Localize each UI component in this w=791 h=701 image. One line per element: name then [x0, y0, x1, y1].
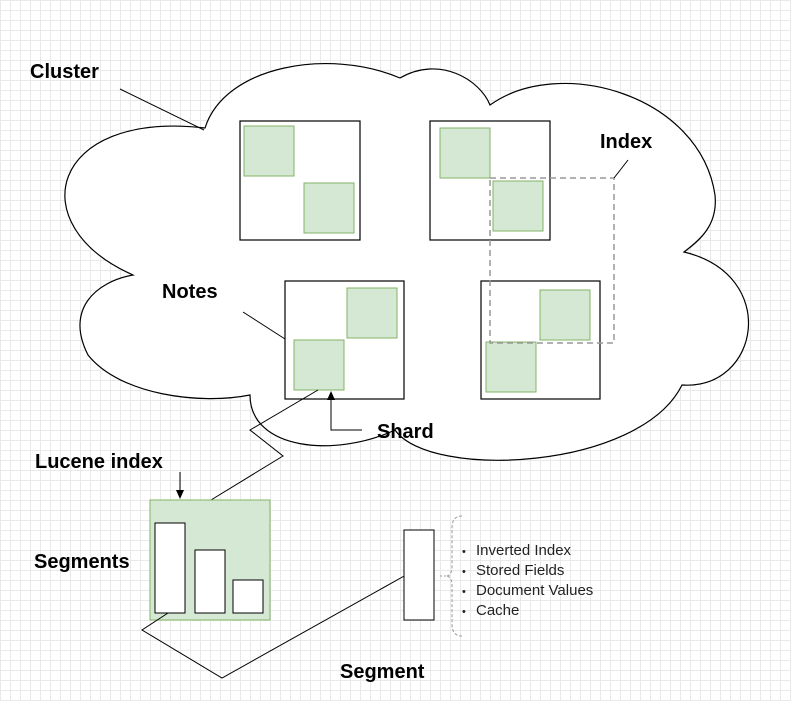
shard-box	[346, 287, 398, 339]
segment-bar	[232, 579, 264, 614]
segment-content-item: Stored Fields	[476, 562, 564, 579]
index-label: Index	[600, 131, 652, 153]
cluster-label: Cluster	[30, 61, 99, 83]
shard-box	[485, 341, 537, 393]
segment-content-item: Cache	[476, 602, 519, 619]
svg-text:•: •	[462, 586, 466, 598]
segment-bar	[154, 522, 186, 614]
svg-text:•: •	[462, 566, 466, 578]
shard-box	[439, 127, 491, 179]
shard-box	[243, 125, 295, 177]
shard-arrowhead	[327, 391, 335, 400]
segment-brace	[445, 515, 463, 637]
segment-contents-list: • Inverted Index • Stored Fields • Docum…	[462, 542, 593, 619]
shard-box	[303, 182, 355, 234]
svg-text:•: •	[462, 606, 466, 618]
svg-text:•: •	[462, 546, 466, 558]
segment-label: Segment	[340, 661, 425, 683]
segment-connector	[141, 574, 407, 679]
shard-box	[539, 289, 591, 341]
lucene-index-label: Lucene index	[35, 451, 163, 473]
segment-content-item: Document Values	[476, 582, 593, 599]
notes-label: Notes	[162, 281, 218, 303]
index-connector	[613, 159, 629, 179]
shard-arrow-line	[330, 398, 362, 431]
index-region	[489, 177, 615, 344]
segment-content-item: Inverted Index	[476, 542, 572, 559]
cluster-cloud	[64, 63, 749, 461]
shard-box	[293, 339, 345, 391]
shard-box	[492, 180, 544, 232]
segments-label: Segments	[34, 551, 130, 573]
shard-label: Shard	[377, 421, 434, 443]
notes-connector	[242, 311, 286, 340]
lucene-arrowhead	[176, 490, 184, 499]
cluster-connector	[119, 88, 205, 131]
segment-bar	[194, 549, 226, 614]
shard-to-lucene-connector	[210, 389, 319, 501]
segment-box	[403, 529, 435, 621]
